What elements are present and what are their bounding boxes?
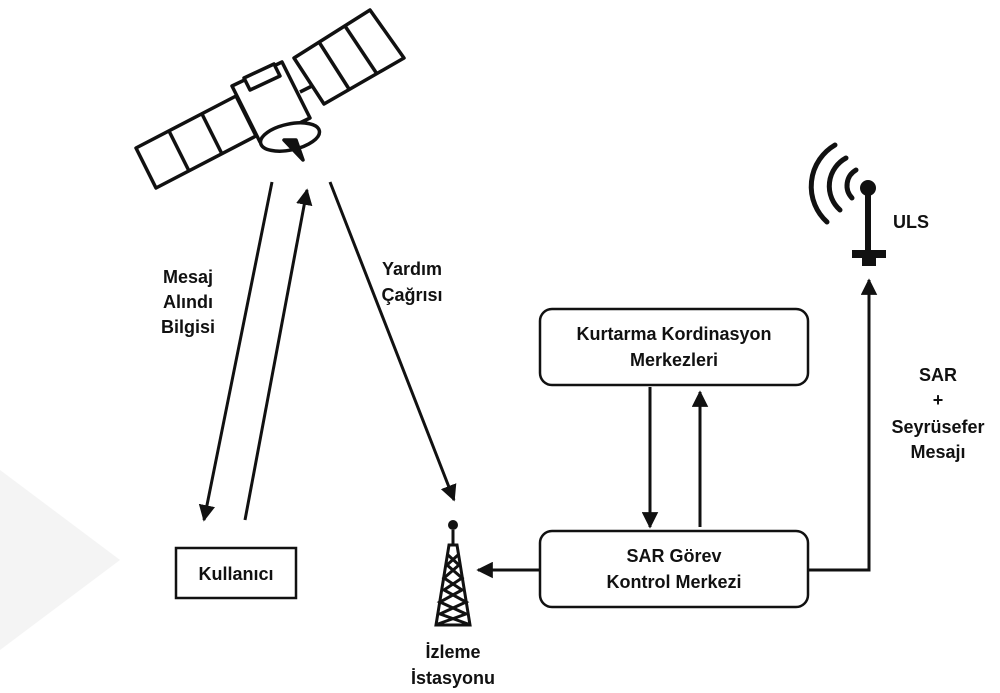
message-received-label: Mesaj Alındı Bilgisi — [161, 267, 215, 337]
mission-control-box — [538, 529, 810, 609]
mission-control-label: SAR Görev Kontrol Merkezi — [606, 546, 741, 592]
svg-text:İzleme: İzleme — [425, 642, 480, 662]
svg-text:SAR Görev: SAR Görev — [626, 546, 721, 566]
svg-text:Yardım: Yardım — [382, 259, 442, 279]
ground-antenna-icon — [808, 142, 886, 266]
rescue-center-label: Kurtarma Kordinasyon Merkezleri — [576, 324, 771, 370]
radio-tower-icon — [434, 520, 472, 627]
sar-message-label: SAR + Seyrüsefer Mesajı — [891, 365, 984, 462]
svg-text:Merkezleri: Merkezleri — [630, 350, 718, 370]
svg-text:Çağrısı: Çağrısı — [381, 285, 442, 305]
svg-text:+: + — [933, 390, 944, 410]
uls-label: ULS — [893, 212, 929, 232]
rescue-center-box — [538, 307, 810, 387]
arrow-sat-to-user — [198, 181, 274, 522]
svg-text:Bilgisi: Bilgisi — [161, 317, 215, 337]
user-label: Kullanıcı — [198, 564, 273, 584]
help-call-label: Yardım Çağrısı — [381, 259, 442, 305]
arrow-sat-to-station — [328, 181, 457, 502]
svg-text:Kontrol Merkezi: Kontrol Merkezi — [606, 572, 741, 592]
svg-text:Mesaj: Mesaj — [163, 267, 213, 287]
user-box — [174, 546, 298, 600]
svg-text:Mesajı: Mesajı — [910, 442, 965, 462]
svg-text:Kurtarma Kordinasyon: Kurtarma Kordinasyon — [576, 324, 771, 344]
monitoring-station-label: İzleme İstasyonu — [411, 642, 495, 688]
arrow-mcc-to-uls — [809, 278, 878, 572]
svg-text:Alındı: Alındı — [163, 292, 213, 312]
satellite-icon — [134, 8, 406, 190]
svg-text:İstasyonu: İstasyonu — [411, 668, 495, 688]
arrows — [198, 181, 878, 579]
arrow-user-to-sat — [243, 188, 313, 521]
watermark-shape — [0, 470, 120, 650]
svg-text:Seyrüsefer: Seyrüsefer — [891, 417, 984, 437]
svg-text:SAR: SAR — [919, 365, 957, 385]
